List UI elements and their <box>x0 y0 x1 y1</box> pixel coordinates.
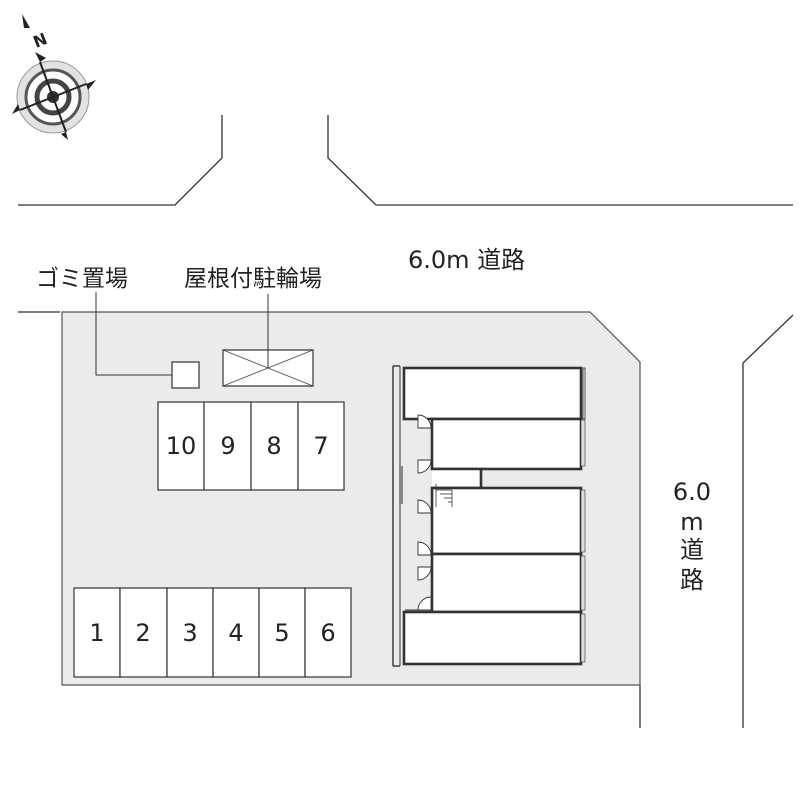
garbage-leader-line <box>95 292 172 376</box>
parking-number: 10 <box>166 432 197 460</box>
door-icon <box>417 541 432 556</box>
parking-number: 6 <box>320 619 335 647</box>
svg-text:6.0: 6.0 <box>673 478 711 506</box>
svg-text:路: 路 <box>680 566 704 594</box>
north-road <box>18 115 793 313</box>
parking-space <box>203 401 252 491</box>
door-icon <box>417 459 432 474</box>
unit <box>430 552 583 614</box>
door-icon <box>417 414 432 429</box>
north-road-label: 6.0m 道路 <box>408 246 525 274</box>
bike-parking <box>222 294 314 387</box>
door-icon <box>417 566 432 581</box>
apartment-building <box>392 365 586 667</box>
svg-text:道: 道 <box>680 536 704 564</box>
parking-number: 7 <box>313 432 328 460</box>
unit <box>402 366 583 421</box>
compass-icon: N <box>12 14 96 140</box>
door-icon <box>405 596 432 611</box>
unit <box>430 486 583 556</box>
north-arrow-icon <box>22 14 30 28</box>
east-road-label: 6.0 m 道 路 <box>673 478 711 594</box>
parking-numbers-upper: 10 9 8 7 <box>166 432 329 460</box>
parking-number: 3 <box>182 619 197 647</box>
parking-space <box>212 587 260 678</box>
garbage-area <box>171 361 200 389</box>
door-icon <box>417 499 432 514</box>
parking-number: 1 <box>89 619 104 647</box>
bike-parking-label: 屋根付駐輪場 <box>184 266 322 292</box>
parking-number: 5 <box>274 619 289 647</box>
parking-space <box>304 587 352 678</box>
garbage-label: ゴミ置場 <box>36 266 128 292</box>
parking-space <box>119 587 168 678</box>
parking-numbers-lower: 1 2 3 4 5 6 <box>89 619 335 647</box>
svg-text:m: m <box>680 508 703 536</box>
parking-number: 2 <box>135 619 150 647</box>
stairs-icon <box>435 484 453 507</box>
parking-lower-row <box>73 587 352 678</box>
parking-number: 9 <box>220 432 235 460</box>
parking-number: 8 <box>266 432 281 460</box>
unit <box>430 417 583 471</box>
parking-number: 4 <box>228 619 243 647</box>
north-label: N <box>30 29 50 52</box>
unit <box>402 610 583 666</box>
parking-space <box>297 401 345 491</box>
east-road <box>639 314 794 728</box>
parking-upper-row <box>157 401 345 491</box>
